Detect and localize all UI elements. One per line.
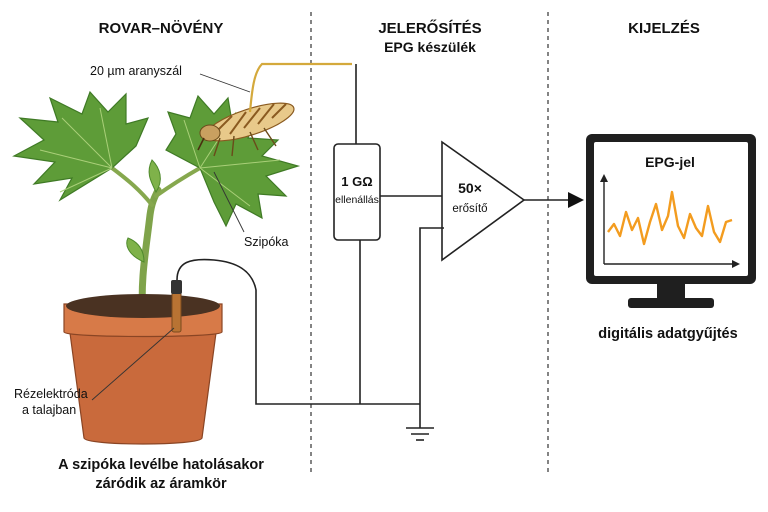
y-axis-arrow bbox=[600, 174, 608, 182]
amplifier-ground-wire bbox=[419, 227, 444, 428]
electrode-cap bbox=[171, 280, 182, 294]
insect-wing-pattern bbox=[215, 103, 287, 135]
monitor-stand bbox=[628, 298, 714, 308]
resistor bbox=[333, 143, 381, 241]
flower-pot bbox=[63, 294, 223, 445]
header-amplification: JELERŐSÍTÉS bbox=[378, 19, 481, 37]
header-epg-device: EPG készülék bbox=[384, 39, 476, 55]
x-axis-arrow bbox=[732, 260, 740, 268]
insect-stylet bbox=[197, 137, 205, 151]
caption-line2: záródik az áramkör bbox=[95, 476, 227, 492]
electrode-wire bbox=[176, 258, 360, 405]
monitor-screen bbox=[594, 142, 748, 276]
leaf-right bbox=[165, 94, 301, 228]
output-arrow-head bbox=[568, 192, 584, 208]
electrode-label-line2: a talajban bbox=[22, 403, 76, 417]
resistor-name: ellenállás bbox=[335, 194, 379, 206]
insect-illustration bbox=[197, 102, 295, 157]
copper-electrode bbox=[171, 291, 182, 333]
pot-soil bbox=[66, 294, 220, 318]
pot-body bbox=[67, 317, 219, 445]
digital-acquisition-label: digitális adatgyűjtés bbox=[598, 326, 737, 342]
leaf-small-lower bbox=[126, 237, 145, 263]
insect-head bbox=[199, 124, 221, 142]
leaf-left-veins bbox=[39, 107, 113, 193]
epg-signal-trace bbox=[607, 190, 733, 246]
circuit: 1 GΩ ellenállás 50× erősítő bbox=[176, 64, 584, 441]
gold-wire-leader bbox=[199, 73, 251, 93]
ground-symbol bbox=[406, 427, 434, 441]
gold-wire bbox=[248, 62, 352, 113]
leaf-small-top bbox=[148, 159, 161, 193]
stylet-leader bbox=[213, 171, 245, 233]
stylet-label: Szipóka bbox=[244, 235, 289, 249]
electrode-label-line1: Rézelektróda bbox=[14, 387, 88, 401]
header-display: KIJELZÉS bbox=[628, 20, 700, 37]
header-plant: ROVAR–NÖVÉNY bbox=[99, 20, 224, 37]
amplifier-gain: 50× bbox=[458, 180, 482, 196]
amplifier bbox=[441, 140, 526, 262]
amplifier-name: erősítő bbox=[452, 203, 487, 215]
monitor-neck bbox=[657, 284, 685, 300]
plant-branch-left bbox=[110, 166, 154, 207]
caption-line1: A szipóka levélbe hatolásakor bbox=[58, 457, 264, 473]
electrode-leader bbox=[91, 327, 175, 401]
plant-branch-right bbox=[154, 166, 202, 198]
insect-legs bbox=[213, 127, 277, 157]
leaf-left bbox=[12, 90, 150, 202]
monitor: EPG-jel bbox=[586, 134, 756, 308]
plant-illustration bbox=[12, 90, 301, 322]
resistor-value: 1 GΩ bbox=[341, 174, 372, 189]
monitor-title: EPG-jel bbox=[645, 154, 695, 170]
gold-wire-label: 20 µm aranyszál bbox=[90, 64, 182, 78]
